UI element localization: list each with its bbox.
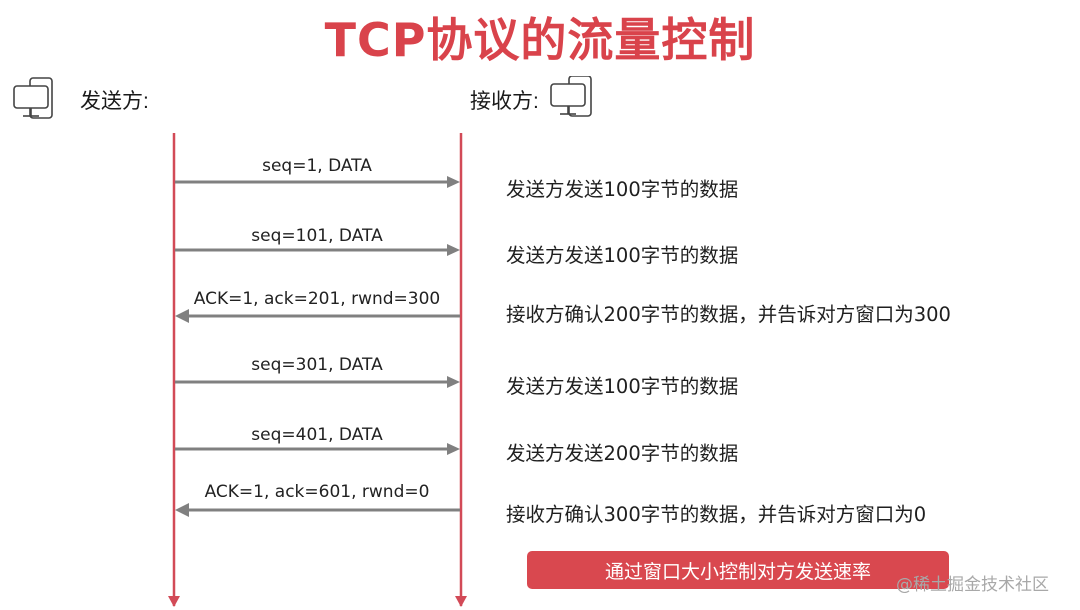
computer-icon <box>550 76 592 117</box>
message-label: seq=1, DATA <box>262 156 372 176</box>
page-title: TCP协议的流量控制 <box>324 13 756 67</box>
message-label: ACK=1, ack=601, rwnd=0 <box>204 482 430 502</box>
message-description: 接收方确认200字节的数据，并告诉对方窗口为300 <box>506 303 951 326</box>
summary-text: 通过窗口大小控制对方发送速率 <box>604 560 871 583</box>
computer-icon <box>13 77 53 119</box>
sender-header: 发送方: <box>12 76 149 124</box>
message-label: seq=301, DATA <box>251 355 383 375</box>
sender-label: 发送方: <box>80 90 149 113</box>
receiver-header: 接收方: <box>470 76 607 124</box>
message-description: 发送方发送100字节的数据 <box>506 244 739 267</box>
message-description: 发送方发送200字节的数据 <box>506 442 739 465</box>
message-label: seq=401, DATA <box>251 425 383 445</box>
message-label: ACK=1, ack=201, rwnd=300 <box>193 289 441 309</box>
message-description: 接收方确认300字节的数据，并告诉对方窗口为0 <box>506 503 927 526</box>
watermark: @稀土掘金技术社区 <box>896 575 1049 595</box>
receiver-label: 接收方: <box>470 90 539 113</box>
message-label: seq=101, DATA <box>251 226 383 246</box>
message-description: 发送方发送100字节的数据 <box>506 375 739 398</box>
summary-banner: 通过窗口大小控制对方发送速率 <box>527 551 949 589</box>
message-description: 发送方发送100字节的数据 <box>506 178 739 201</box>
